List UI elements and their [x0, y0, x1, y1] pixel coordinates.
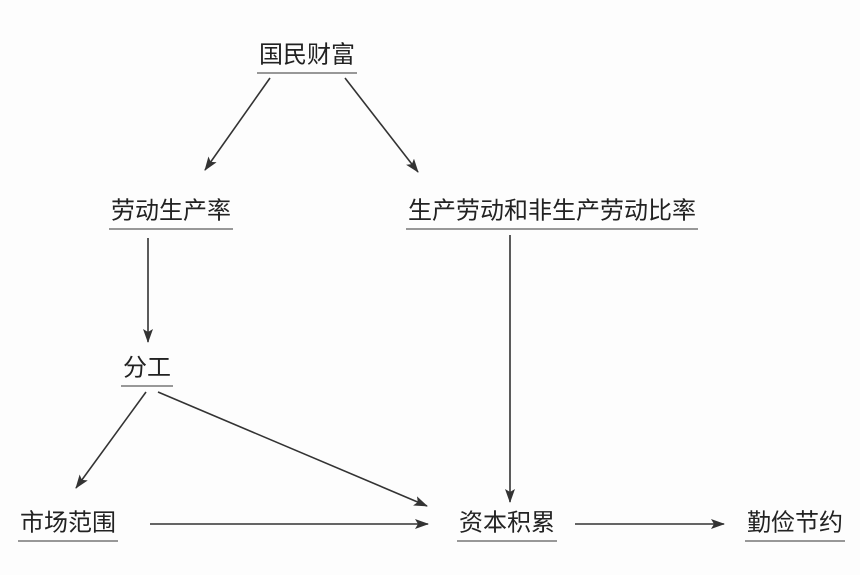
node-productive-ratio: 生产劳动和非生产劳动比率: [406, 197, 698, 230]
node-national-wealth: 国民财富: [257, 41, 357, 74]
arrow-wealth-to-productivity: [204, 77, 271, 171]
node-capital-accumulation: 资本积累: [457, 509, 557, 542]
arrow-division-to-capital: [157, 391, 428, 507]
node-frugality: 勤俭节约: [745, 509, 845, 542]
node-division-of-labor: 分工: [121, 354, 173, 387]
node-labor-productivity: 劳动生产率: [109, 197, 233, 230]
node-market-size: 市场范围: [18, 509, 118, 542]
arrow-division-to-market: [75, 391, 147, 489]
arrow-wealth-to-ratio: [344, 77, 419, 173]
